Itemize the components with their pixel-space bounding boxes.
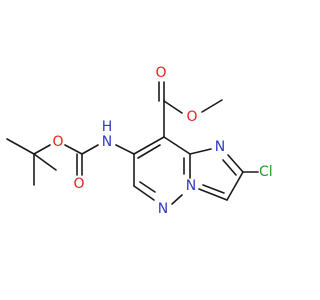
bond-C6-N5-a [133, 185, 155, 201]
atom-carbamate-O-single: O [52, 134, 63, 150]
bond-NH-Ccarbamate [81, 144, 99, 155]
bond-C8-C8a [163, 136, 191, 155]
atom-ester-O-single: O [186, 109, 197, 125]
atom-pyridazine-N: N [158, 201, 168, 217]
bond-Cq-Me2 [6, 138, 35, 155]
atom-labels: O O N H O O N N N Cl [52, 65, 272, 217]
bond-N1-C2-b [222, 159, 237, 176]
bond-C8-C7-a [133, 136, 165, 155]
atom-ester-O-double: O [155, 65, 166, 81]
bond-Ccarbamate-O [64, 144, 83, 155]
atom-carbamate-O-double: O [73, 176, 84, 192]
atom-amide-H: H [102, 119, 113, 135]
bond-C7-NH [115, 144, 135, 155]
bond-C2-C3 [226, 171, 244, 201]
atom-amide-N: N [102, 134, 112, 150]
structure-canvas: O O N H O O N N N Cl [6, 65, 273, 217]
bond-Cq-Me3 [33, 153, 57, 171]
atom-bridge-N: N [186, 178, 196, 194]
bond-N5-N4 [171, 194, 183, 205]
bond-C8a-N1 [189, 148, 212, 155]
atom-imidazole-N: N [215, 139, 225, 155]
bond-methyl-O [201, 99, 223, 113]
atom-chloro: Cl [259, 164, 273, 180]
bonds [6, 81, 259, 205]
bond-C8-C7-b [137, 144, 161, 159]
bond-C3-N4-b [202, 184, 225, 194]
bond-C6-N5-b [139, 181, 156, 193]
bond-O-Cq [33, 144, 51, 155]
bond-Oester-Ccarbonyl [163, 100, 183, 114]
bond-C3-N4-a [198, 188, 228, 201]
molecule-structure: O O N H O O N N N Cl [6, 65, 273, 217]
bond-N1-C2-a [227, 154, 244, 173]
